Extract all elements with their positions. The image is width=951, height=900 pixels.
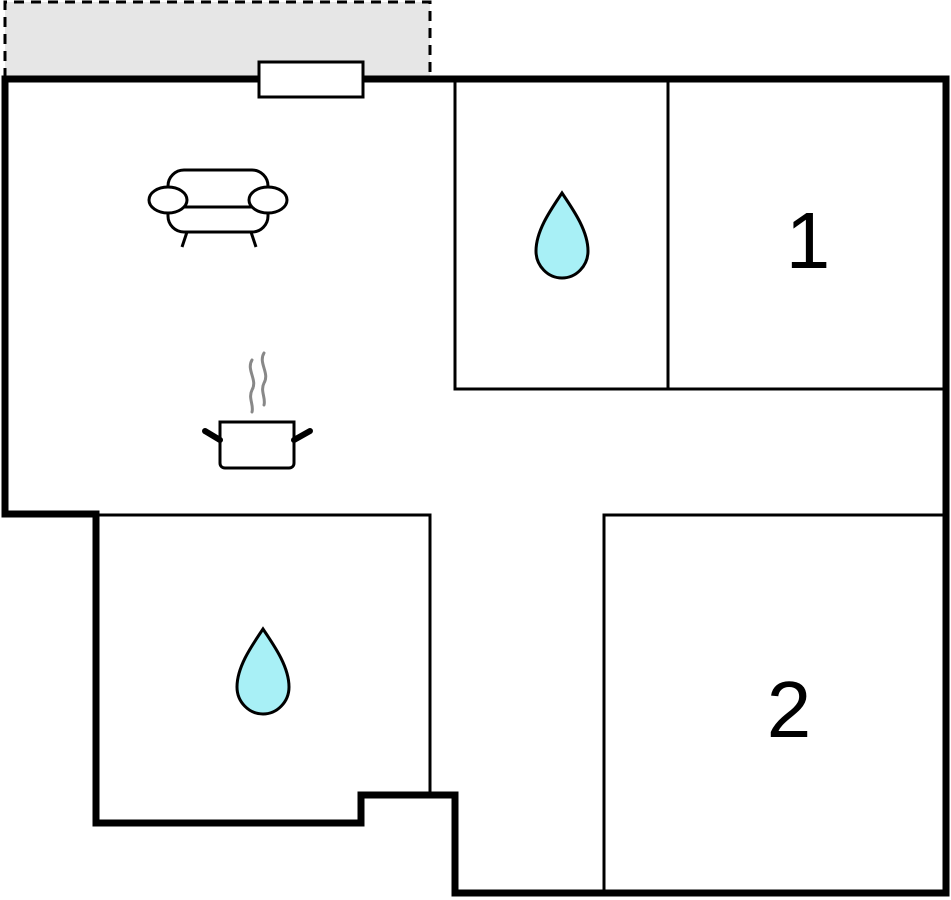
cooking-pot-icon bbox=[202, 351, 313, 470]
room-number-2: 2 bbox=[767, 665, 812, 754]
terrace-area bbox=[3, 0, 432, 78]
window-icon bbox=[257, 60, 365, 99]
sofa-icon bbox=[147, 168, 289, 248]
water-drop-icon bbox=[534, 190, 590, 280]
outer-wall bbox=[1, 75, 950, 897]
interior-walls bbox=[96, 79, 946, 893]
water-drop-icon bbox=[235, 626, 291, 716]
room-number-1: 1 bbox=[786, 196, 831, 285]
